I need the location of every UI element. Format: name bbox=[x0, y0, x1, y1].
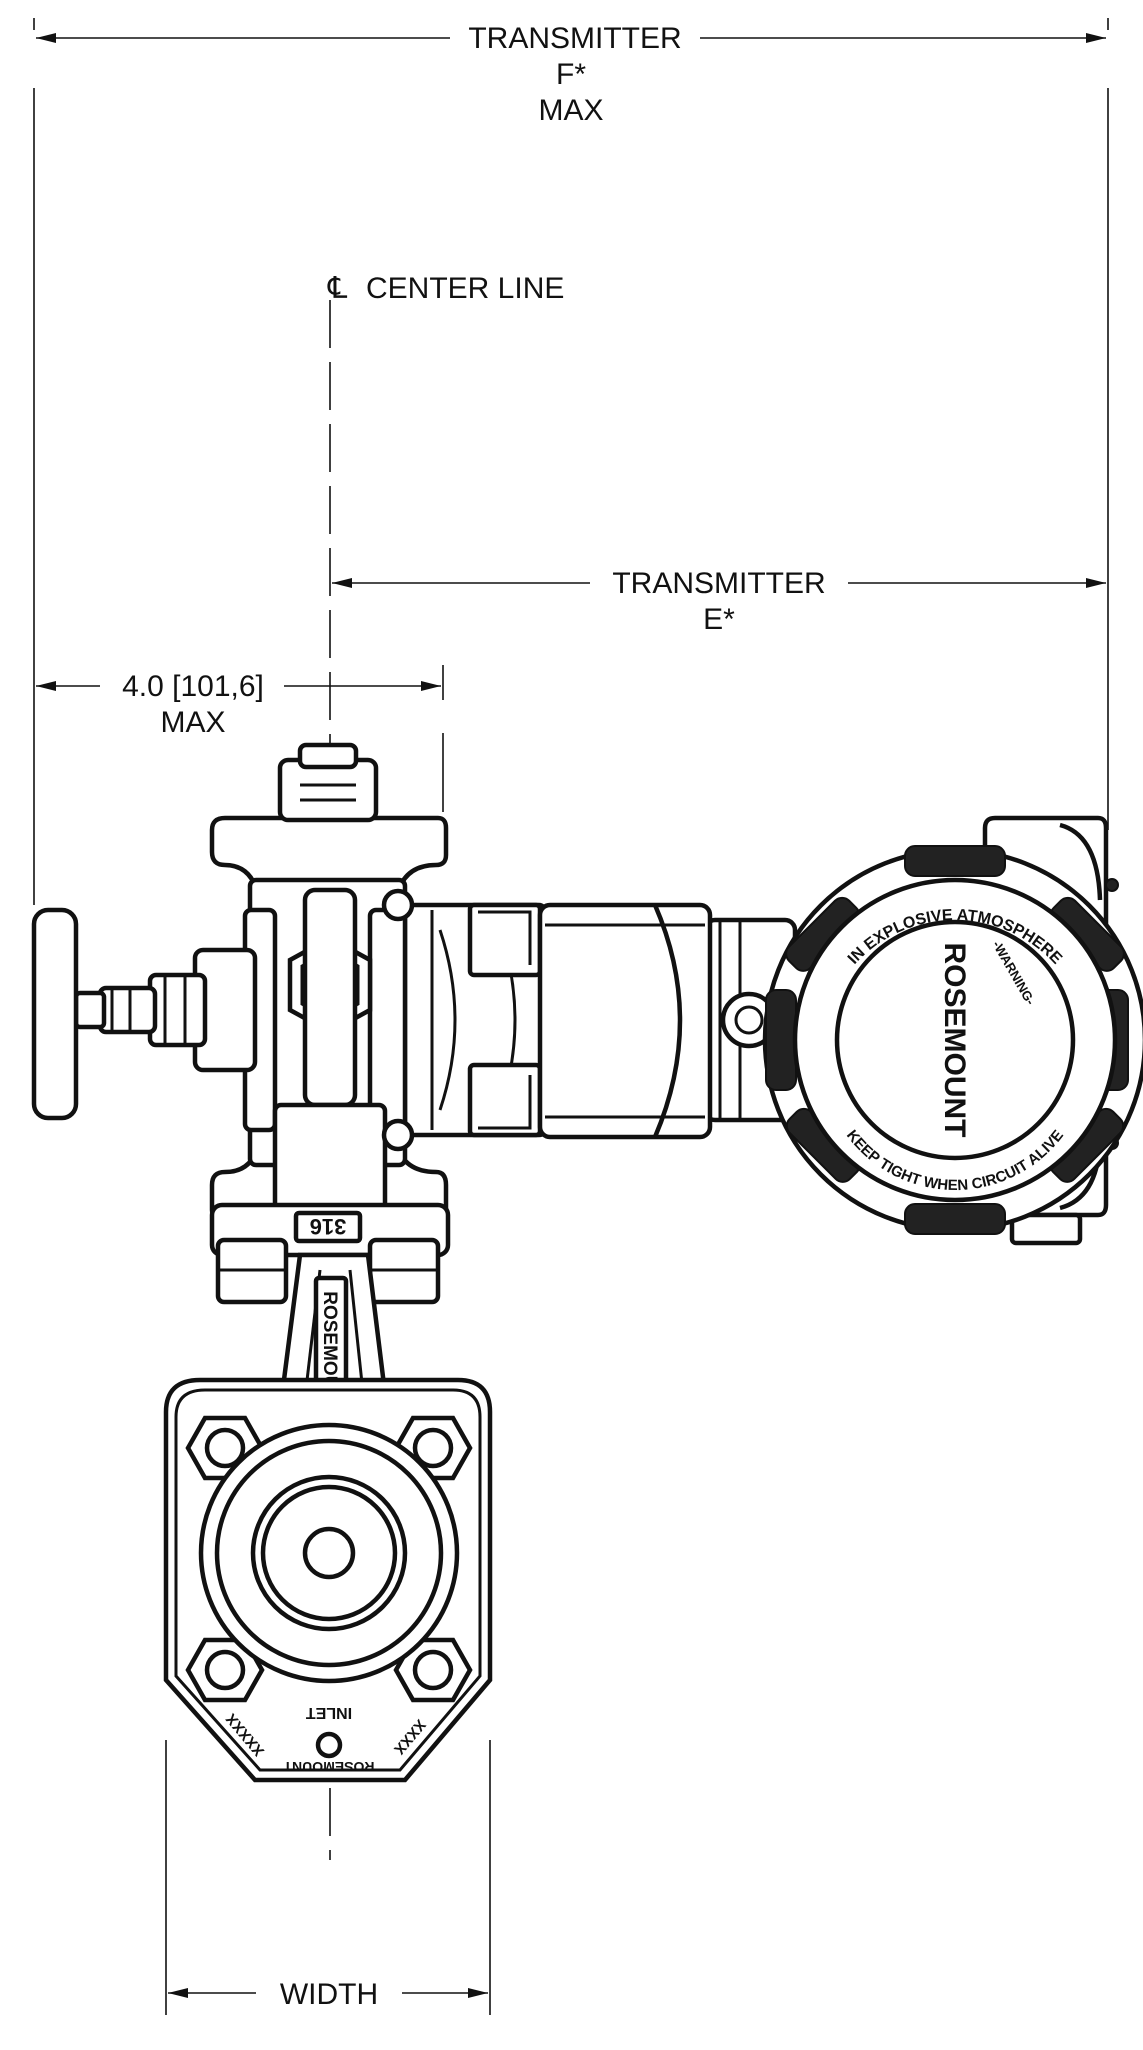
center-line-label: CENTER LINE bbox=[366, 272, 564, 305]
flange-inlet-label: INLET bbox=[306, 1704, 352, 1721]
transmitter-housing: IN EXPLOSIVE ATMOSPHERE KEEP TIGHT WHEN … bbox=[702, 815, 1143, 1246]
dim-offset-line1: 4.0 [101,6] bbox=[122, 670, 264, 703]
flange-brand: ROSEMOUNT bbox=[283, 1759, 374, 1775]
dimension-transmitter-f: TRANSMITTER F* MAX bbox=[33, 18, 1109, 905]
dim-f-line1: TRANSMITTER bbox=[468, 22, 681, 55]
manifold-block bbox=[31, 742, 449, 1228]
manifold-material-tag: 316 bbox=[310, 1214, 347, 1239]
cover-lugs bbox=[765, 845, 1129, 1235]
dim-f-line3: MAX bbox=[538, 94, 603, 127]
dim-offset-line2: MAX bbox=[160, 706, 225, 739]
dim-e-line1: TRANSMITTER bbox=[612, 567, 825, 600]
dimension-max-offset: 4.0 [101,6] MAX bbox=[36, 665, 444, 812]
center-line-symbol: ℄ bbox=[327, 272, 348, 305]
dim-width-label: WIDTH bbox=[280, 1978, 378, 2011]
dimension-transmitter-e: TRANSMITTER E* bbox=[332, 567, 1106, 636]
housing-brand: ROSEMOUNT bbox=[938, 943, 971, 1138]
sensor-module bbox=[397, 902, 713, 1140]
mounting-flange: INLET ROSEMOUNT XXXXX XXXX bbox=[163, 1377, 493, 1783]
dimension-width: WIDTH bbox=[165, 1740, 491, 2015]
manifold-base: 316 bbox=[209, 1202, 451, 1305]
dim-f-line2: F* bbox=[556, 58, 586, 91]
dim-e-line2: E* bbox=[703, 603, 735, 636]
